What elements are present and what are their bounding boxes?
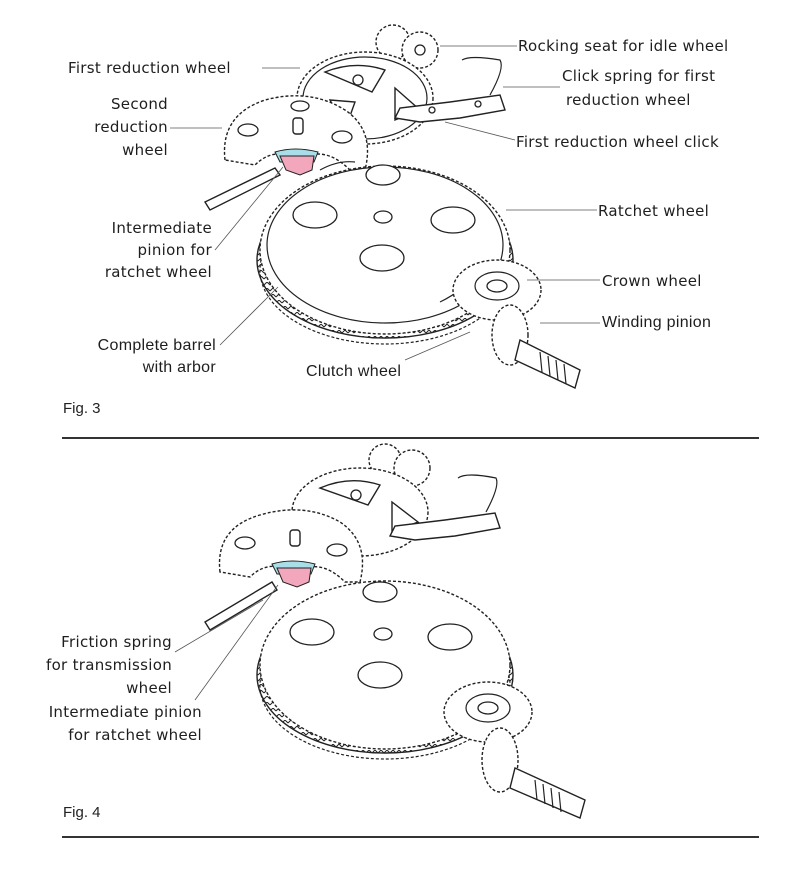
label-intermediate-line1: Intermediate (111, 219, 212, 237)
label-crown-wheel: Crown wheel (602, 272, 702, 290)
figure-caption-fig4: Fig. 4 (63, 804, 101, 821)
divider-fig3 (62, 437, 759, 439)
label-winding-pinion: Winding pinion (602, 314, 712, 331)
friction-spring (204, 581, 278, 631)
label-barrel-line2: with arbor (142, 359, 216, 376)
fig3-leader-lines (170, 45, 600, 361)
fig3-mechanism (203, 24, 581, 389)
fig4-leader-lines (174, 584, 279, 701)
label-click-spring-line1: Click spring for first (562, 67, 716, 85)
click-spring (388, 474, 501, 541)
second-reduction-wheel (218, 509, 364, 583)
label-friction-spring-line1: Friction spring (61, 633, 172, 651)
figure-caption-fig3: Fig. 3 (63, 400, 101, 417)
label-intermediate-line3: ratchet wheel (104, 263, 212, 281)
label-first-reduction-wheel: First reduction wheel (68, 59, 231, 77)
label-friction-spring-line2: for transmission (45, 656, 172, 674)
crown-wheel (443, 681, 533, 743)
label-ratchet-wheel: Ratchet wheel (598, 202, 710, 220)
friction-spring (203, 167, 282, 211)
label-intermediate-pinion-line1: Intermediate pinion (48, 703, 202, 721)
label-friction-spring-line3: wheel (126, 679, 172, 697)
ratchet-wheel (256, 161, 514, 345)
intermediate-pinion (274, 148, 319, 176)
label-second-reduction-line1: Second (110, 95, 168, 113)
divider-fig4 (62, 836, 759, 838)
label-second-reduction-line2: reduction (94, 118, 168, 136)
crown-wheel (452, 259, 542, 321)
winding-pinion (481, 727, 586, 819)
fig4-mechanism (204, 443, 586, 819)
label-rocking-seat: Rocking seat for idle wheel (518, 37, 729, 55)
winding-pinion (491, 304, 581, 389)
label-clutch-wheel: Clutch wheel (306, 363, 402, 380)
click-spring (393, 56, 506, 123)
label-first-reduction-click: First reduction wheel click (516, 133, 719, 151)
label-second-reduction-line3: wheel (122, 141, 168, 159)
label-intermediate-pinion-line2: for ratchet wheel (68, 726, 202, 744)
intermediate-pinion (271, 560, 316, 588)
label-intermediate-line2: pinion for (137, 241, 212, 259)
idle-wheels (368, 443, 431, 487)
label-click-spring-line2: reduction wheel (566, 91, 691, 109)
label-barrel-line1: Complete barrel (97, 337, 216, 354)
